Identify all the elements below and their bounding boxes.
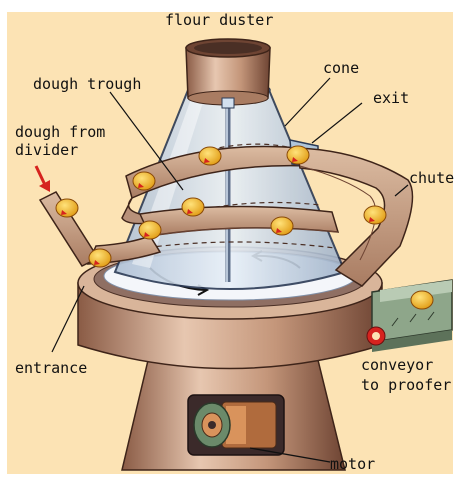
dough-ball bbox=[364, 206, 386, 224]
label-conveyor: conveyor bbox=[361, 357, 433, 374]
dough-ball bbox=[139, 221, 161, 239]
dough-ball bbox=[56, 199, 78, 217]
label-chute: chute bbox=[409, 170, 454, 187]
label-dough-trough: dough trough bbox=[33, 76, 141, 93]
label-divider: divider bbox=[15, 142, 78, 159]
label-exit: exit bbox=[373, 90, 409, 107]
dough-ball bbox=[182, 198, 204, 216]
flour-duster bbox=[186, 39, 270, 108]
label-entrance: entrance bbox=[15, 360, 87, 377]
label-dough-from: dough from bbox=[15, 124, 105, 141]
conveyor bbox=[367, 280, 452, 352]
label-flour-duster: flour duster bbox=[165, 12, 273, 29]
label-motor: motor bbox=[330, 456, 375, 473]
dough-ball bbox=[199, 147, 221, 165]
dough-ball bbox=[133, 172, 155, 190]
label-cone: cone bbox=[323, 60, 359, 77]
dough-ball bbox=[271, 217, 293, 235]
dough-ball bbox=[89, 249, 111, 267]
dough-ball bbox=[411, 291, 433, 309]
dough-ball bbox=[287, 146, 309, 164]
label-to-proofer: to proofer bbox=[361, 377, 451, 394]
